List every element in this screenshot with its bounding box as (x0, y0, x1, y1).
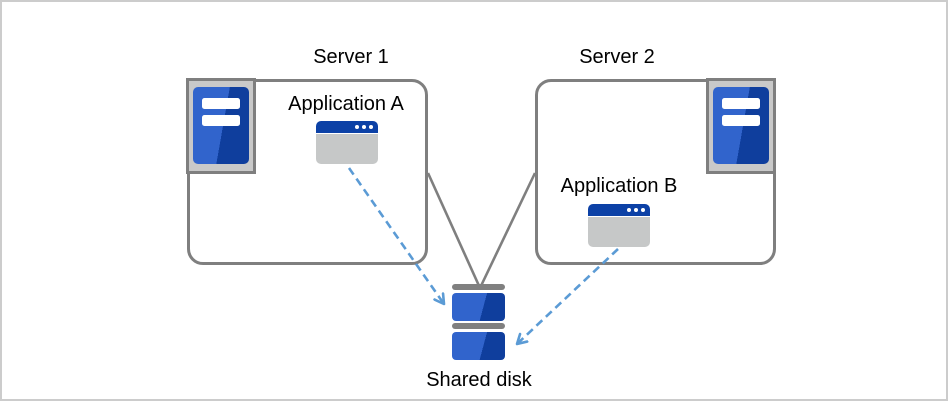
appB-label: Application B (560, 175, 678, 197)
window-dots-icon (627, 208, 645, 212)
tower-slot (202, 115, 240, 126)
window-titlebar (588, 204, 650, 216)
server1-label: Server 1 (313, 46, 389, 68)
tower-slot (722, 98, 760, 109)
tower-slot (722, 115, 760, 126)
shared-disk-label: Shared disk (426, 369, 532, 391)
window-titlebar (316, 121, 378, 133)
server-tower-body (713, 87, 769, 164)
window-dot (369, 125, 373, 129)
server-tower-body (193, 87, 249, 164)
window-dot (627, 208, 631, 212)
server1-disk-connector-line (426, 172, 482, 289)
window-body (316, 134, 378, 164)
server2-disk-connector-line (478, 172, 537, 289)
disk-body (452, 293, 505, 321)
window-dot (355, 125, 359, 129)
tower-slot (202, 98, 240, 109)
appB-window-icon (588, 204, 650, 247)
shared-disk-icon (452, 284, 505, 362)
server2-tower-icon (706, 78, 776, 174)
window-dot (362, 125, 366, 129)
disk-cap (452, 284, 505, 290)
window-body (588, 217, 650, 247)
appA-window-icon (316, 121, 378, 164)
disk-cap (452, 323, 505, 329)
disk-body (452, 332, 505, 360)
server1-tower-icon (186, 78, 256, 174)
window-dots-icon (355, 125, 373, 129)
appA-label: Application A (288, 93, 404, 115)
window-dot (641, 208, 645, 212)
server2-label: Server 2 (579, 46, 655, 68)
window-dot (634, 208, 638, 212)
